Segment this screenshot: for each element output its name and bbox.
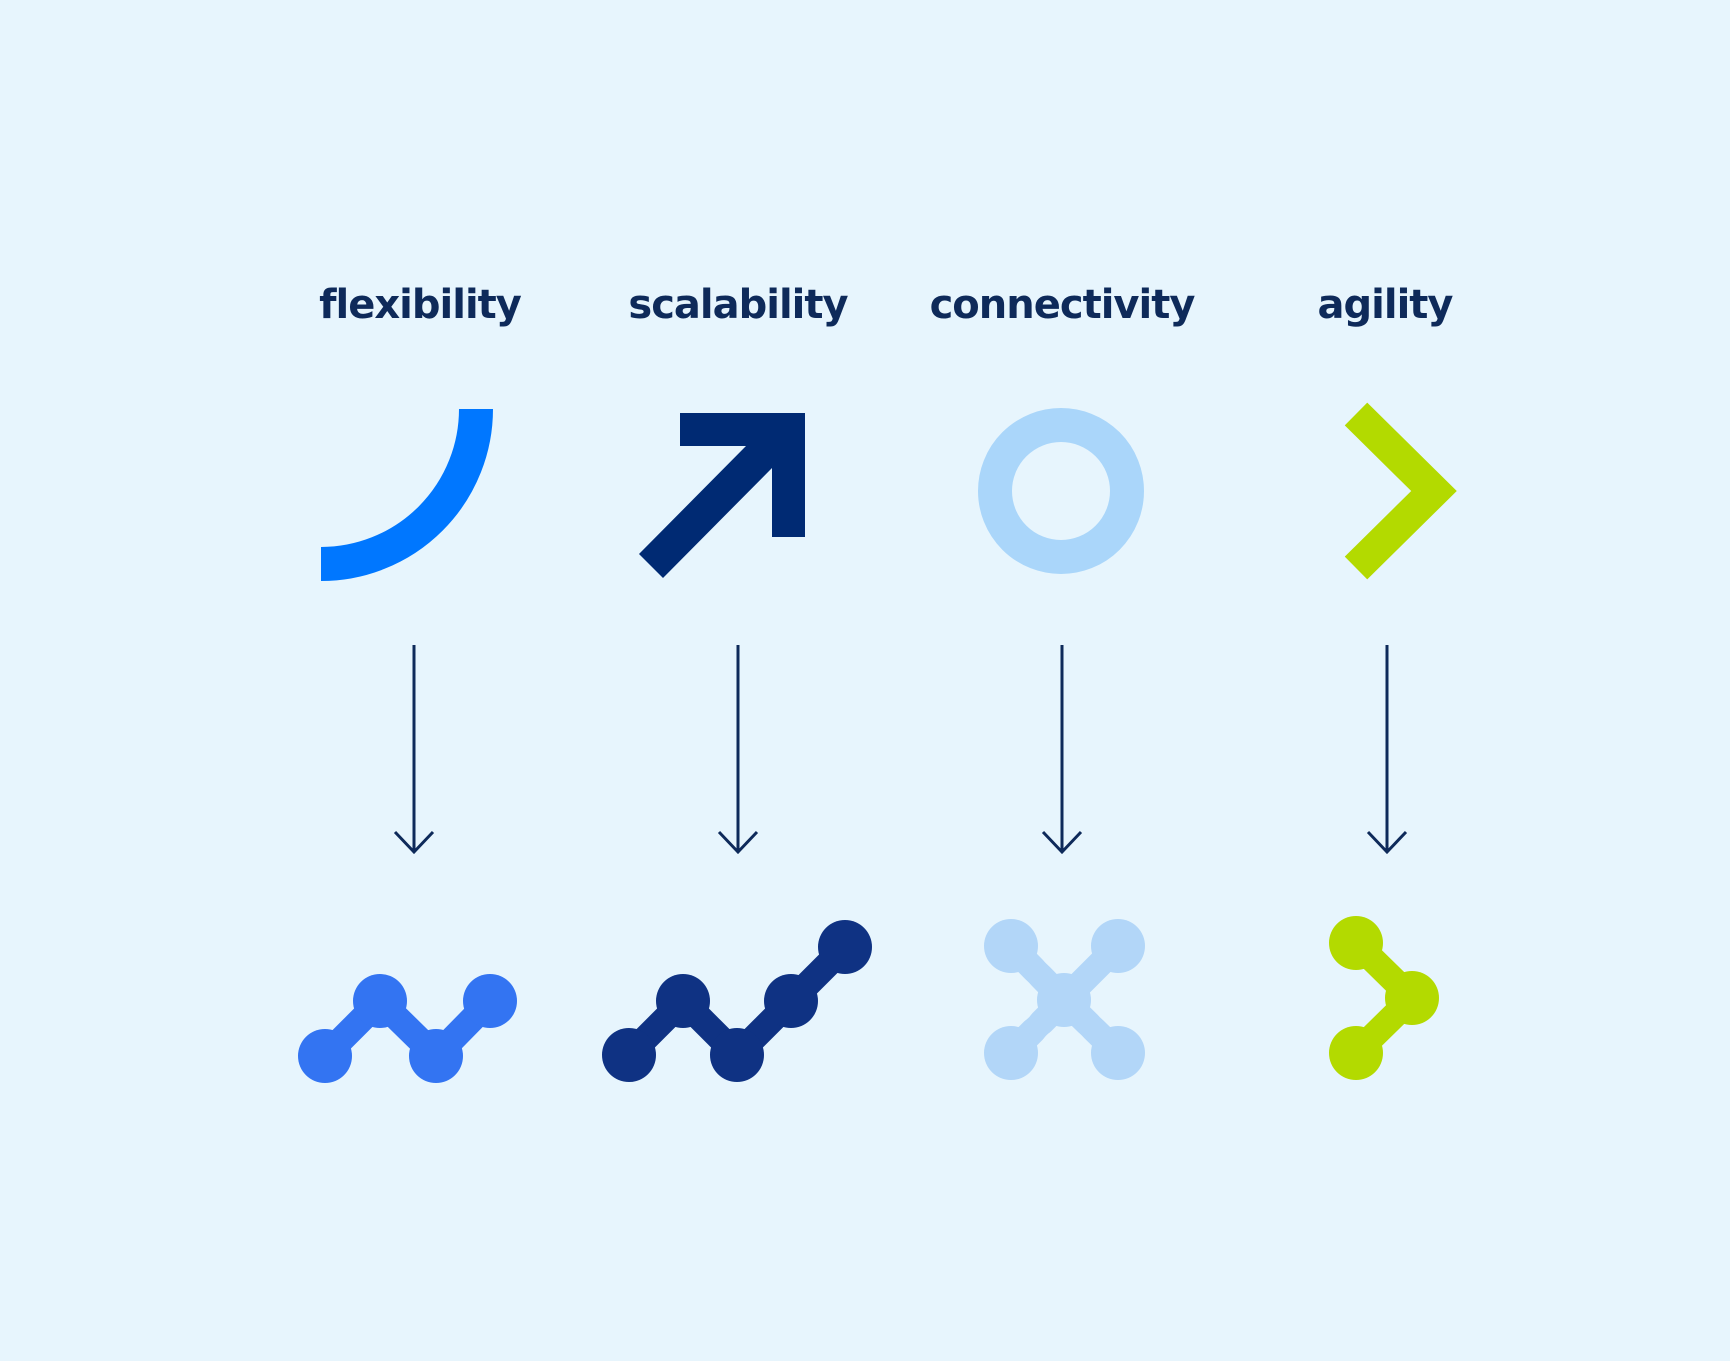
down-arrow-icon-2 [717, 645, 759, 855]
ring-icon [978, 408, 1144, 574]
dot [298, 1029, 352, 1083]
down-arrow-icon-3 [1041, 645, 1083, 855]
dot [1091, 919, 1145, 973]
arrow-up-right-icon [639, 413, 805, 578]
wave-dots-icon [298, 974, 517, 1083]
dot-gap [712, 976, 762, 1026]
chevron-right-icon [1344, 402, 1457, 580]
dot [409, 1029, 463, 1083]
dot-gap [986, 975, 1036, 1025]
dot-gap [1039, 1028, 1089, 1078]
dot-gap [1039, 921, 1089, 971]
dot [764, 974, 818, 1028]
label-flexibility: flexibility [319, 282, 522, 328]
dot [1329, 1026, 1383, 1080]
dot-gap [1093, 975, 1143, 1025]
label-connectivity: connectivity [930, 282, 1196, 328]
arc-icon [320, 408, 493, 581]
stair-dots-icon [602, 920, 872, 1082]
dot [353, 974, 407, 1028]
dot [656, 974, 710, 1028]
dot [1385, 971, 1439, 1025]
dot-gap [355, 1031, 405, 1081]
down-arrow-icon-1 [393, 645, 435, 855]
label-scalability: scalability [628, 282, 848, 328]
dot [984, 1026, 1038, 1080]
dot [984, 919, 1038, 973]
dot [463, 974, 517, 1028]
dot [602, 1028, 656, 1082]
dot [1091, 1026, 1145, 1080]
label-agility: agility [1318, 282, 1454, 328]
zigzag-dots-icon [1329, 916, 1439, 1080]
dot-gap [1331, 973, 1381, 1023]
dot-gap [658, 1030, 708, 1080]
dot-gap [411, 976, 461, 1026]
cross-dots-icon [984, 919, 1145, 1080]
dot [1329, 916, 1383, 970]
dot [710, 1028, 764, 1082]
down-arrow-icon-4 [1366, 645, 1408, 855]
dot [818, 920, 872, 974]
dot-gap [1387, 1028, 1437, 1078]
dot [1037, 973, 1091, 1027]
dot-gap [1387, 918, 1437, 968]
dot-gap [766, 922, 816, 972]
